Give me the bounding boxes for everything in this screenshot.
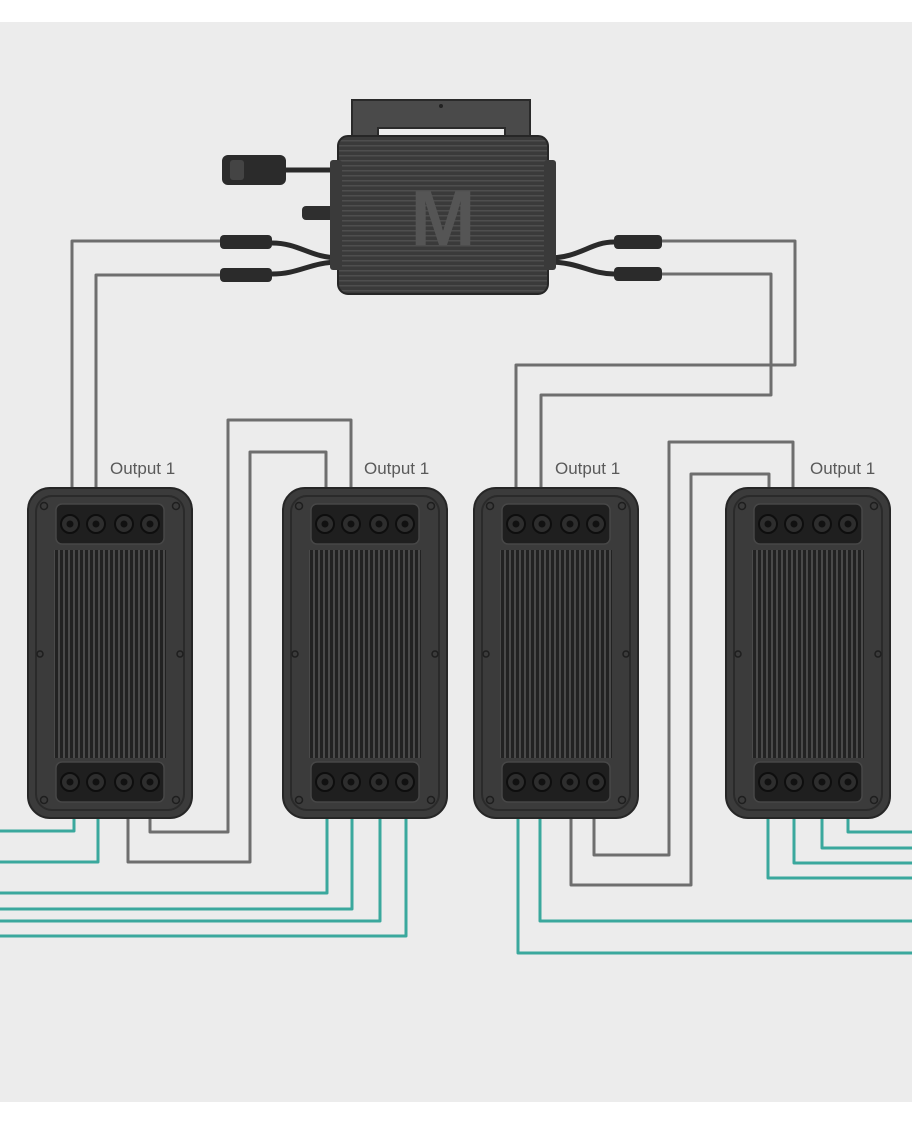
teal-u3-1 xyxy=(516,785,912,955)
cable-u1-u2-b xyxy=(126,450,328,864)
dc-connector-right-upper xyxy=(614,235,662,249)
output-label-unit-1: Output 1 xyxy=(110,459,175,478)
power-unit-1 xyxy=(27,487,193,819)
cable-hub-right-lower xyxy=(539,272,773,520)
teal-u2-4 xyxy=(0,785,408,938)
teal-u2-1 xyxy=(0,785,329,895)
microinverter-hub: M xyxy=(330,99,556,295)
dc-connector-left-lower xyxy=(220,268,272,282)
cable-u3-u4-a xyxy=(592,440,795,857)
teal-u3-2 xyxy=(538,785,912,923)
cable-hub-left-lower xyxy=(94,273,225,518)
cable-u3-u4-b xyxy=(569,472,771,887)
output-label-unit-4: Output 1 xyxy=(810,459,875,478)
power-unit-3 xyxy=(473,487,639,819)
gray-cables xyxy=(70,239,797,887)
cable-hub-left-upper xyxy=(70,239,225,518)
power-unit-2 xyxy=(282,487,448,819)
dc-connector-right-lower xyxy=(614,267,662,281)
output-label-unit-2: Output 1 xyxy=(364,459,429,478)
cable-u1-u2-a xyxy=(148,418,353,834)
output-label-unit-3: Output 1 xyxy=(555,459,620,478)
hub-logo: M xyxy=(411,174,476,262)
cable-hub-right-upper xyxy=(514,239,797,520)
teal-u2-3 xyxy=(0,785,382,923)
dc-connector-left-upper xyxy=(220,235,272,249)
power-unit-4 xyxy=(725,487,891,819)
teal-u2-2 xyxy=(0,785,354,911)
